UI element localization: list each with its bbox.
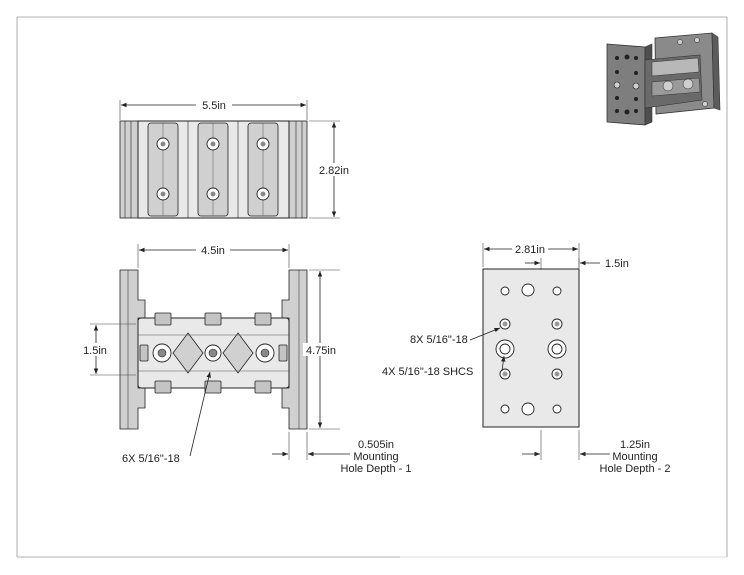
side-depth-dimension: 1.25in Mounting Hole Depth - 2 [522,430,670,475]
side-shcs-callout: 4X 5/16"-18 SHCS [382,355,506,378]
side-depth-line1: Mounting [612,451,657,463]
side-shcs-label: 4X 5/16"-18 SHCS [382,366,473,378]
top-height-label: 2.82in [319,165,349,177]
front-width-dimension: 4.5in [137,243,290,268]
side-depth-line2: Hole Depth - 2 [600,463,671,475]
side-tap-label: 8X 5/16"-18 [410,334,468,346]
front-tap-label: 6X 5/16"-18 [122,453,180,465]
front-depth-line1: Mounting [353,451,398,463]
front-gap-label: 1.5in [83,345,107,357]
front-depth-line2: Hole Depth - 1 [341,463,412,475]
front-view [119,269,308,430]
top-view [119,120,308,219]
side-offset-label: 1.5in [605,258,629,270]
front-width-label: 4.5in [201,245,225,257]
side-view [482,268,580,428]
sheet-border [16,16,728,558]
top-width-label: 5.5in [202,100,226,112]
front-height-label: 4.75in [306,345,336,357]
side-offset-dimension: 1.5in [525,258,629,270]
front-gap-dimension: 1.5in [80,323,136,376]
top-width-dimension: 5.5in [119,98,308,120]
side-depth-value: 1.25in [620,439,650,451]
front-depth-dimension: 0.505in Mounting Hole Depth - 1 [272,432,411,475]
isometric-render [606,32,721,126]
top-height-dimension: 2.82in [309,120,352,219]
front-height-dimension: 4.75in [303,269,340,430]
side-width-label: 2.81in [515,244,545,256]
side-tap-callout: 8X 5/16"-18 [410,327,501,346]
front-depth-value: 0.505in [358,439,394,451]
side-width-dimension: 2.81in [482,242,580,267]
front-tap-callout: 6X 5/16"-18 [122,371,211,465]
